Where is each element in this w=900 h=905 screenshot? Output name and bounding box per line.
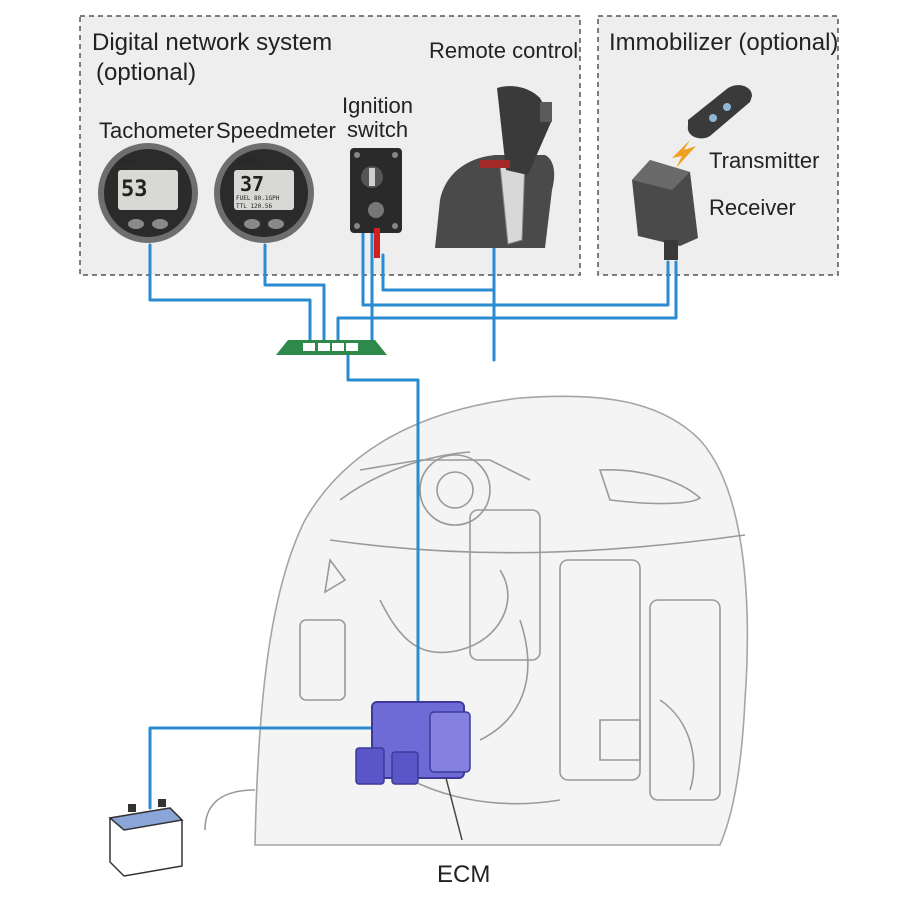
speedometer-reading: 37 (240, 172, 264, 196)
receiver-icon (632, 160, 698, 260)
transmitter-icon (687, 85, 752, 139)
speedometer-row2: TTL 120.56 (236, 203, 273, 210)
ecm-icon (355, 701, 471, 785)
digital-network-subtitle: (optional) (96, 59, 196, 86)
speedometer-brand: SPEED (237, 160, 258, 166)
signal-spark-icon (672, 140, 696, 168)
ignition-switch-icon (350, 148, 402, 258)
ignition-label-line1: Ignition (342, 93, 413, 118)
ecm-leader-line (445, 777, 463, 841)
speedometer-label: Speedmeter (216, 118, 336, 143)
battery-icon (108, 799, 184, 877)
ignition-label-line2: switch (347, 117, 408, 142)
digital-network-title: Digital network system (92, 29, 332, 56)
remote-control-icon (435, 86, 555, 248)
speedometer-row1: FUEL 80.1GPH (236, 195, 280, 202)
tachometer-brand: TACH (121, 160, 137, 166)
receiver-label: Receiver (709, 195, 796, 220)
network-wiring (148, 228, 678, 810)
tachometer-label: Tachometer (99, 118, 214, 143)
immobilizer-title: Immobilizer (optional) (609, 29, 838, 56)
ecm-label: ECM (437, 861, 490, 888)
remote-control-label: Remote control (429, 38, 578, 63)
transmitter-label: Transmitter (709, 148, 819, 173)
speedometer-icon: 37 FUEL 80.1GPH TTL 120.56 SPEED (214, 143, 314, 243)
outboard-motor-icon (204, 395, 749, 846)
tachometer-icon: 53 TACH (98, 143, 198, 243)
network-hub-icon (276, 340, 387, 355)
tachometer-reading: 53 (121, 177, 148, 202)
